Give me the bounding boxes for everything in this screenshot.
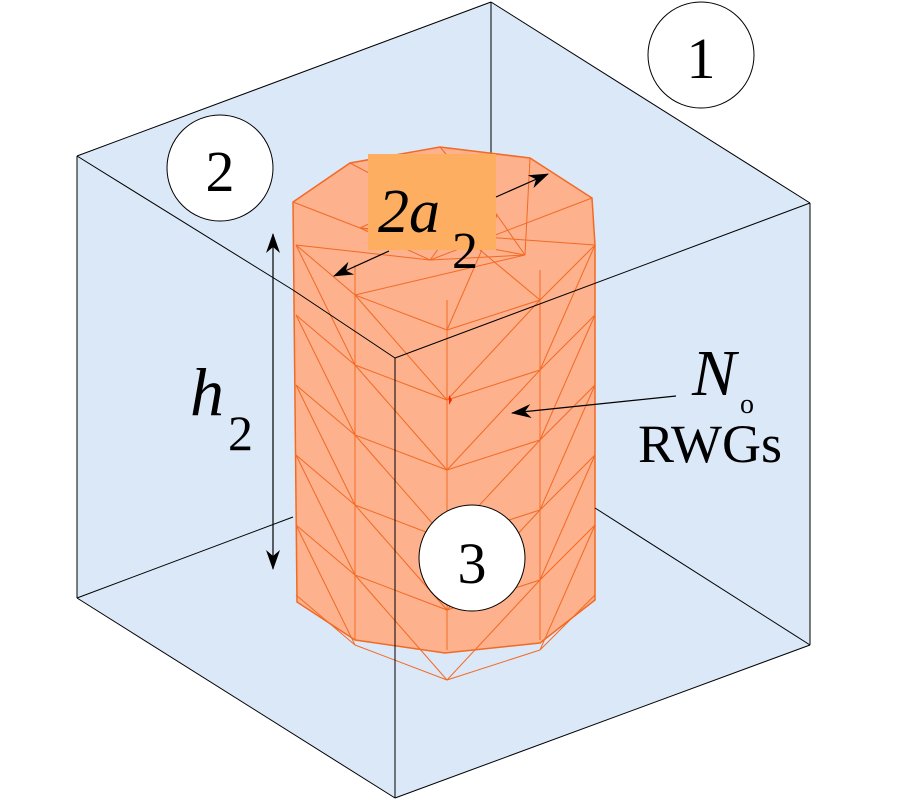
rwg-subscript: o xyxy=(740,389,754,420)
box-edge xyxy=(394,202,811,359)
region-2-label: 2 xyxy=(206,139,235,204)
box-edge xyxy=(594,507,811,646)
mesh-edge xyxy=(354,254,526,296)
mesh-edge xyxy=(295,524,356,646)
mesh-edge xyxy=(354,294,448,401)
mesh-edge xyxy=(446,299,541,401)
box-edge xyxy=(76,155,294,291)
box-edge xyxy=(76,1,492,157)
mesh-edge xyxy=(295,314,356,366)
mesh-edge xyxy=(295,454,356,506)
mesh-edge xyxy=(446,649,541,681)
rwg-pointer-arrow xyxy=(511,395,677,419)
diameter-label-main: 2a xyxy=(378,178,440,246)
mesh-edge xyxy=(354,364,448,471)
diameter-label: 2a xyxy=(378,178,440,246)
rwg-symbol: N xyxy=(691,337,740,410)
diameter-arrow-right xyxy=(495,173,549,198)
box-edge xyxy=(292,289,396,359)
mesh-edge xyxy=(539,524,596,581)
cylinder-mesh xyxy=(292,146,596,681)
mesh-edge xyxy=(496,214,526,256)
diameter-label-subscript: 2 xyxy=(452,223,478,280)
mesh-edge xyxy=(295,384,356,506)
mesh-edge xyxy=(539,594,596,651)
mesh-edge xyxy=(295,244,431,261)
region-circle xyxy=(647,1,755,109)
mesh-edge xyxy=(354,434,448,471)
mesh-edge xyxy=(295,384,356,436)
mesh-edge xyxy=(295,524,356,576)
mesh-edge xyxy=(539,524,596,651)
mesh-edge xyxy=(446,439,541,471)
box-edge xyxy=(76,597,396,799)
box-edge xyxy=(490,1,811,204)
region-3-marker: 3 xyxy=(418,504,526,612)
diameter-arrow-left xyxy=(333,250,390,277)
red-marker xyxy=(449,395,452,405)
mesh-edge xyxy=(295,454,356,576)
mesh-edge xyxy=(539,454,596,511)
mesh-edge xyxy=(539,384,596,441)
box-edge xyxy=(76,516,294,599)
cylinder-body xyxy=(292,146,596,654)
mesh-edge xyxy=(429,254,526,261)
mesh-edge xyxy=(446,369,541,401)
mesh-edge xyxy=(354,364,448,401)
region-1-marker: 1 xyxy=(647,1,755,109)
height-label-main: h xyxy=(190,354,224,430)
mesh-edge xyxy=(539,454,596,581)
mesh-edge xyxy=(539,314,596,371)
mesh-edges xyxy=(292,146,596,681)
mesh-edge xyxy=(539,314,596,441)
mesh-edge xyxy=(354,574,448,681)
region-3-label: 3 xyxy=(458,531,487,596)
mesh-edge xyxy=(354,644,448,681)
mesh-edge xyxy=(295,594,356,646)
mesh-edge xyxy=(539,244,596,301)
mesh-edge xyxy=(446,579,541,681)
mesh-edge xyxy=(292,201,361,229)
mesh-edge xyxy=(354,434,448,541)
box-edge xyxy=(394,644,811,799)
region-1-label: 1 xyxy=(687,26,716,91)
mesh-edge xyxy=(295,244,356,296)
diameter-label-box xyxy=(368,154,496,250)
region-circle xyxy=(418,504,526,612)
mesh-edge xyxy=(295,244,356,366)
front-box-edges xyxy=(292,202,811,798)
mesh-edge xyxy=(539,244,596,371)
mesh-edge xyxy=(354,294,448,331)
mesh-edge xyxy=(446,369,541,471)
region-2-marker: 2 xyxy=(166,114,274,222)
region-circle xyxy=(166,114,274,222)
mesh-edge xyxy=(446,299,541,331)
mesh-edge xyxy=(354,574,448,611)
height-label-subscript: 2 xyxy=(228,405,253,461)
rwg-text: RWGs xyxy=(638,414,782,474)
mesh-edge xyxy=(295,314,356,436)
